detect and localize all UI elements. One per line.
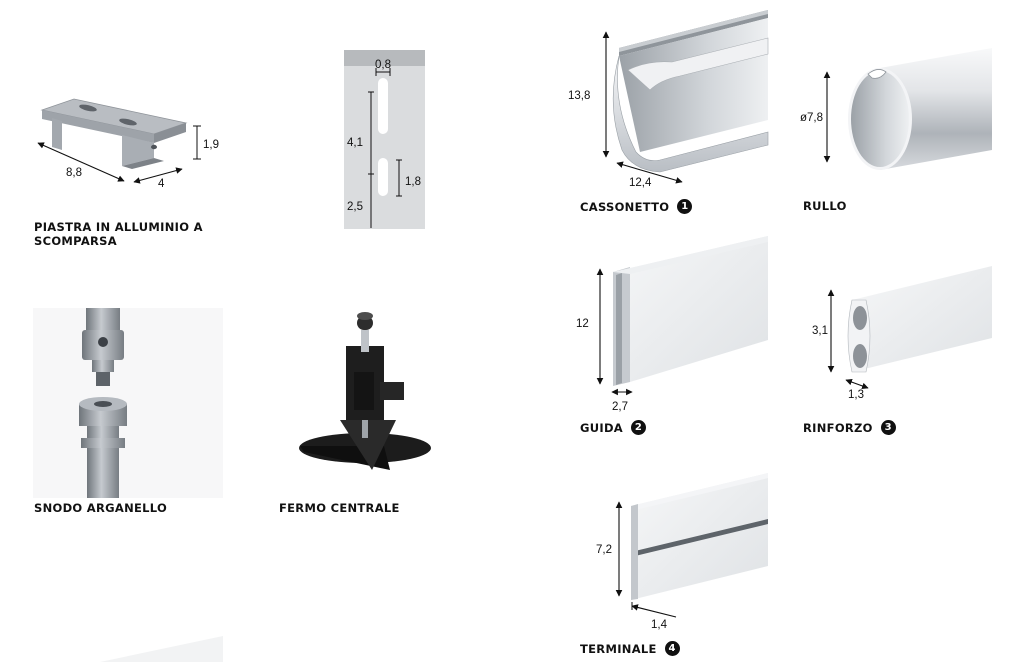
terminale-width-label: 1,4 (651, 619, 668, 631)
guida-illustration (596, 236, 768, 396)
rullo-diameter-label: ø7,8 (800, 112, 823, 124)
guida-height-label: 12 (576, 318, 589, 330)
piastra-length-label: 8,8 (66, 167, 82, 179)
fermo-illustration (299, 312, 431, 470)
snodo-caption-text: SNODO ARGANELLO (34, 501, 168, 515)
cassonetto-number-badge: 1 (677, 199, 693, 214)
snodo-illustration (33, 308, 223, 498)
cassonetto-caption: CASSONETTO 1 (580, 199, 693, 214)
rinforzo-caption: RINFORZO 3 (803, 420, 896, 435)
piastra-caption-line2: SCOMPARSA (34, 234, 117, 248)
cassonetto-height-label: 13,8 (568, 90, 590, 102)
terminale-caption-text: TERMINALE (580, 641, 657, 656)
piastra-width-label: 4 (158, 178, 165, 190)
terminale-caption: TERMINALE 4 (580, 641, 680, 656)
fermo-caption: FERMO CENTRALE (279, 501, 400, 515)
rullo-illustration (823, 48, 992, 170)
snodo-caption: SNODO ARGANELLO (34, 501, 167, 515)
cassonetto-illustration (602, 10, 769, 184)
rinforzo-width-label: 1,3 (848, 389, 864, 401)
rinforzo-number-badge: 3 (880, 420, 896, 435)
piastra-caption-line1: PIASTRA IN ALLUMINIO A (34, 220, 203, 234)
guida-caption: GUIDA 2 (580, 420, 647, 435)
slot-bottom-label: 2,5 (347, 201, 363, 213)
piastra-plate-illustration (37, 98, 201, 184)
guida-number-badge: 2 (631, 420, 647, 435)
slot-plate-illustration (344, 50, 425, 229)
rullo-caption: RULLO (803, 199, 847, 213)
slot-height-label: 1,8 (405, 176, 421, 188)
fermo-caption-text: FERMO CENTRALE (279, 501, 400, 515)
slot-width-label: 0,8 (375, 59, 391, 71)
piastra-height-label: 1,9 (203, 139, 219, 151)
slot-spacing-label: 4,1 (347, 137, 363, 149)
rinforzo-caption-text: RINFORZO (803, 420, 873, 435)
guida-caption-text: GUIDA (580, 420, 624, 435)
decorative-shadow (100, 636, 223, 662)
cassonetto-width-label: 12,4 (629, 177, 652, 189)
rinforzo-illustration (827, 266, 992, 390)
guida-width-label: 2,7 (612, 401, 628, 413)
piastra-caption: PIASTRA IN ALLUMINIO A SCOMPARSA (34, 220, 203, 248)
cassonetto-caption-text: CASSONETTO (580, 199, 670, 214)
terminale-height-label: 7,2 (596, 544, 612, 556)
terminale-illustration (615, 473, 768, 618)
rullo-caption-text: RULLO (803, 199, 847, 213)
rinforzo-height-label: 3,1 (812, 325, 828, 337)
terminale-number-badge: 4 (664, 641, 680, 656)
